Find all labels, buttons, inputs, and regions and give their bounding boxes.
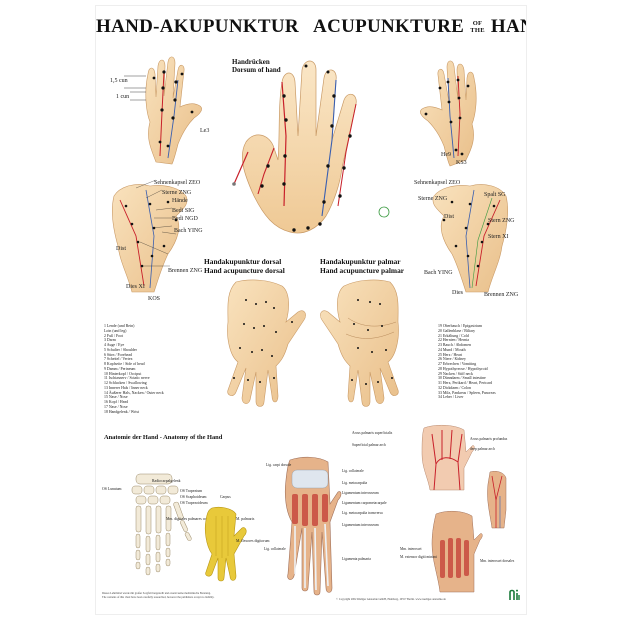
right-label-8: Brennen ZNG bbox=[484, 292, 519, 298]
anat-label-dorsal8: Lig. collaterale bbox=[264, 547, 286, 551]
right-label-2: Sterne ZNG bbox=[418, 196, 448, 202]
scale-label-2: 1 cun bbox=[116, 94, 130, 100]
anatomy-title: Anatomie der Hand - Anatomy of the Hand bbox=[104, 434, 223, 441]
anat-label-dorsal9: Ligamenta palmaria bbox=[342, 557, 371, 561]
hand-top-right-illustration bbox=[420, 60, 477, 167]
palmar-heading-de: Handakupunktur palmar bbox=[320, 257, 401, 266]
hand-top-left-illustration bbox=[124, 56, 202, 165]
right-label-5: Stern XI bbox=[488, 234, 509, 240]
hand-muscles-illustration bbox=[431, 511, 483, 593]
hand-arteries-illustration bbox=[421, 425, 475, 491]
left-label-5: Bach YING bbox=[174, 228, 203, 234]
left-label-1: Sterne ZNG bbox=[162, 190, 192, 196]
publisher-logo-icon bbox=[508, 588, 522, 602]
left-label-8: Dies XI bbox=[126, 284, 145, 290]
hand-small-arteries-illustration bbox=[487, 471, 507, 529]
hand-mid-right-illustration bbox=[432, 184, 508, 293]
anat-label-dorsal7: Ligamentum interosseum bbox=[342, 523, 379, 527]
dorsal-heading-en: Hand acupuncture dorsal bbox=[204, 266, 285, 275]
left-label-7: Brennen ZNG bbox=[168, 268, 203, 274]
anat-label-dorsal4: Ligamentum interosseum bbox=[342, 491, 379, 495]
dorsum-title-de: Handrücken bbox=[232, 58, 270, 66]
hand-tendons-illustration bbox=[204, 506, 247, 582]
anat-label-mm: Mm. digitales palmares communes bbox=[166, 517, 220, 521]
anat-label-dorsal1: Lig. carpi dorsale bbox=[266, 463, 292, 467]
right-label-1: Spalt SG bbox=[484, 192, 506, 198]
title-german: HAND-AKUPUNKTUR bbox=[96, 16, 299, 37]
hand-palmar-points-illustration bbox=[320, 279, 399, 407]
left-label-3: Bedi SIG bbox=[172, 208, 195, 214]
anat-label-musc2: M. extensor digiti minimi bbox=[400, 555, 437, 559]
anat-label-musc1: Mm. interossei bbox=[400, 547, 422, 551]
point-label-he9: He9 bbox=[441, 152, 451, 158]
hand-dorsal-points-illustration bbox=[227, 279, 306, 407]
footer-note-2: The contents of this chart have been car… bbox=[102, 596, 215, 599]
right-label-4: Stern ZNG bbox=[488, 218, 515, 224]
anat-label-carpus: Carpus bbox=[220, 495, 231, 499]
palmar-heading-en: Hand acupuncture palmar bbox=[320, 266, 405, 275]
point-label-ks3: KS3 bbox=[456, 160, 467, 166]
anat-label-dorsal6: Lig. metacarpalia transversa bbox=[342, 511, 383, 515]
anat-label-palmaris: M. palmaris bbox=[236, 517, 255, 521]
anat-label-radio: Radiocarpalgelenk bbox=[152, 479, 181, 483]
hand-ligaments-illustration bbox=[284, 456, 342, 596]
dorsum-title-en: Dorsum of hand bbox=[232, 66, 281, 74]
hand-dorsum-illustration bbox=[232, 60, 390, 234]
point-label-le3: Le3 bbox=[200, 128, 210, 134]
anat-label-dorsal5: Ligamentum carpometacarpale bbox=[342, 501, 387, 505]
point-list-left: 1 Lende (und Rein) Loin (und leg)2 Fuß /… bbox=[104, 324, 164, 414]
left-label-9: KOS bbox=[148, 296, 161, 302]
scale-label-1: 1,5 cun bbox=[110, 78, 128, 84]
footer-copyright: © Copyright 2002 Rüdiger Anatomie GmbH, … bbox=[336, 598, 446, 601]
title-english-a: ACUPUNKTURE bbox=[313, 16, 465, 37]
right-label-7: Dies bbox=[452, 290, 463, 296]
right-label-3: Dist bbox=[444, 214, 455, 220]
anat-label-dorsal2: Lig. collaterale bbox=[342, 469, 364, 473]
right-label-6: Bach YING bbox=[424, 270, 453, 276]
anat-label-arc4: deep palmar arch bbox=[470, 447, 495, 451]
anat-label-trapezoideum: OS Trapezoideum bbox=[180, 501, 208, 505]
left-label-4: Bedi NGD bbox=[172, 216, 198, 222]
anat-label-lunatum: OS Lunatum bbox=[102, 487, 122, 491]
footer-note-1: Dieses Lehrmittel wurde mit großer Sorgf… bbox=[102, 592, 211, 595]
left-label-6: Dist bbox=[116, 246, 127, 252]
left-label-2: Hände bbox=[172, 198, 188, 204]
anat-label-musc3: Mm. interossei dorsales bbox=[480, 559, 515, 563]
anat-label-arc1: Arcus palmaris superficialis bbox=[352, 431, 393, 435]
left-label-0: Sehnenkapsel ZEO bbox=[154, 180, 201, 186]
right-label-0: Sehnenkapsel ZEO bbox=[414, 180, 461, 186]
dorsal-heading-de: Handakupunktur dorsal bbox=[204, 257, 282, 266]
anat-label-scaphoideum: OS Scaphoideum bbox=[180, 495, 207, 499]
anat-label-dorsal3: Lig. metacarpalia bbox=[342, 481, 368, 485]
anat-label-trapezium: OS Trapezium bbox=[180, 489, 203, 493]
anat-label-arc2: Arcus palmaris profundus bbox=[470, 437, 508, 441]
title-english-b: HAND bbox=[490, 16, 526, 37]
hand-mid-left-illustration bbox=[112, 179, 188, 293]
anat-label-arc3: Superficial palmar arch bbox=[352, 443, 386, 447]
anat-label-flexor: M. flexores digitorum bbox=[236, 539, 270, 543]
hand-skeleton-illustration bbox=[131, 473, 192, 576]
